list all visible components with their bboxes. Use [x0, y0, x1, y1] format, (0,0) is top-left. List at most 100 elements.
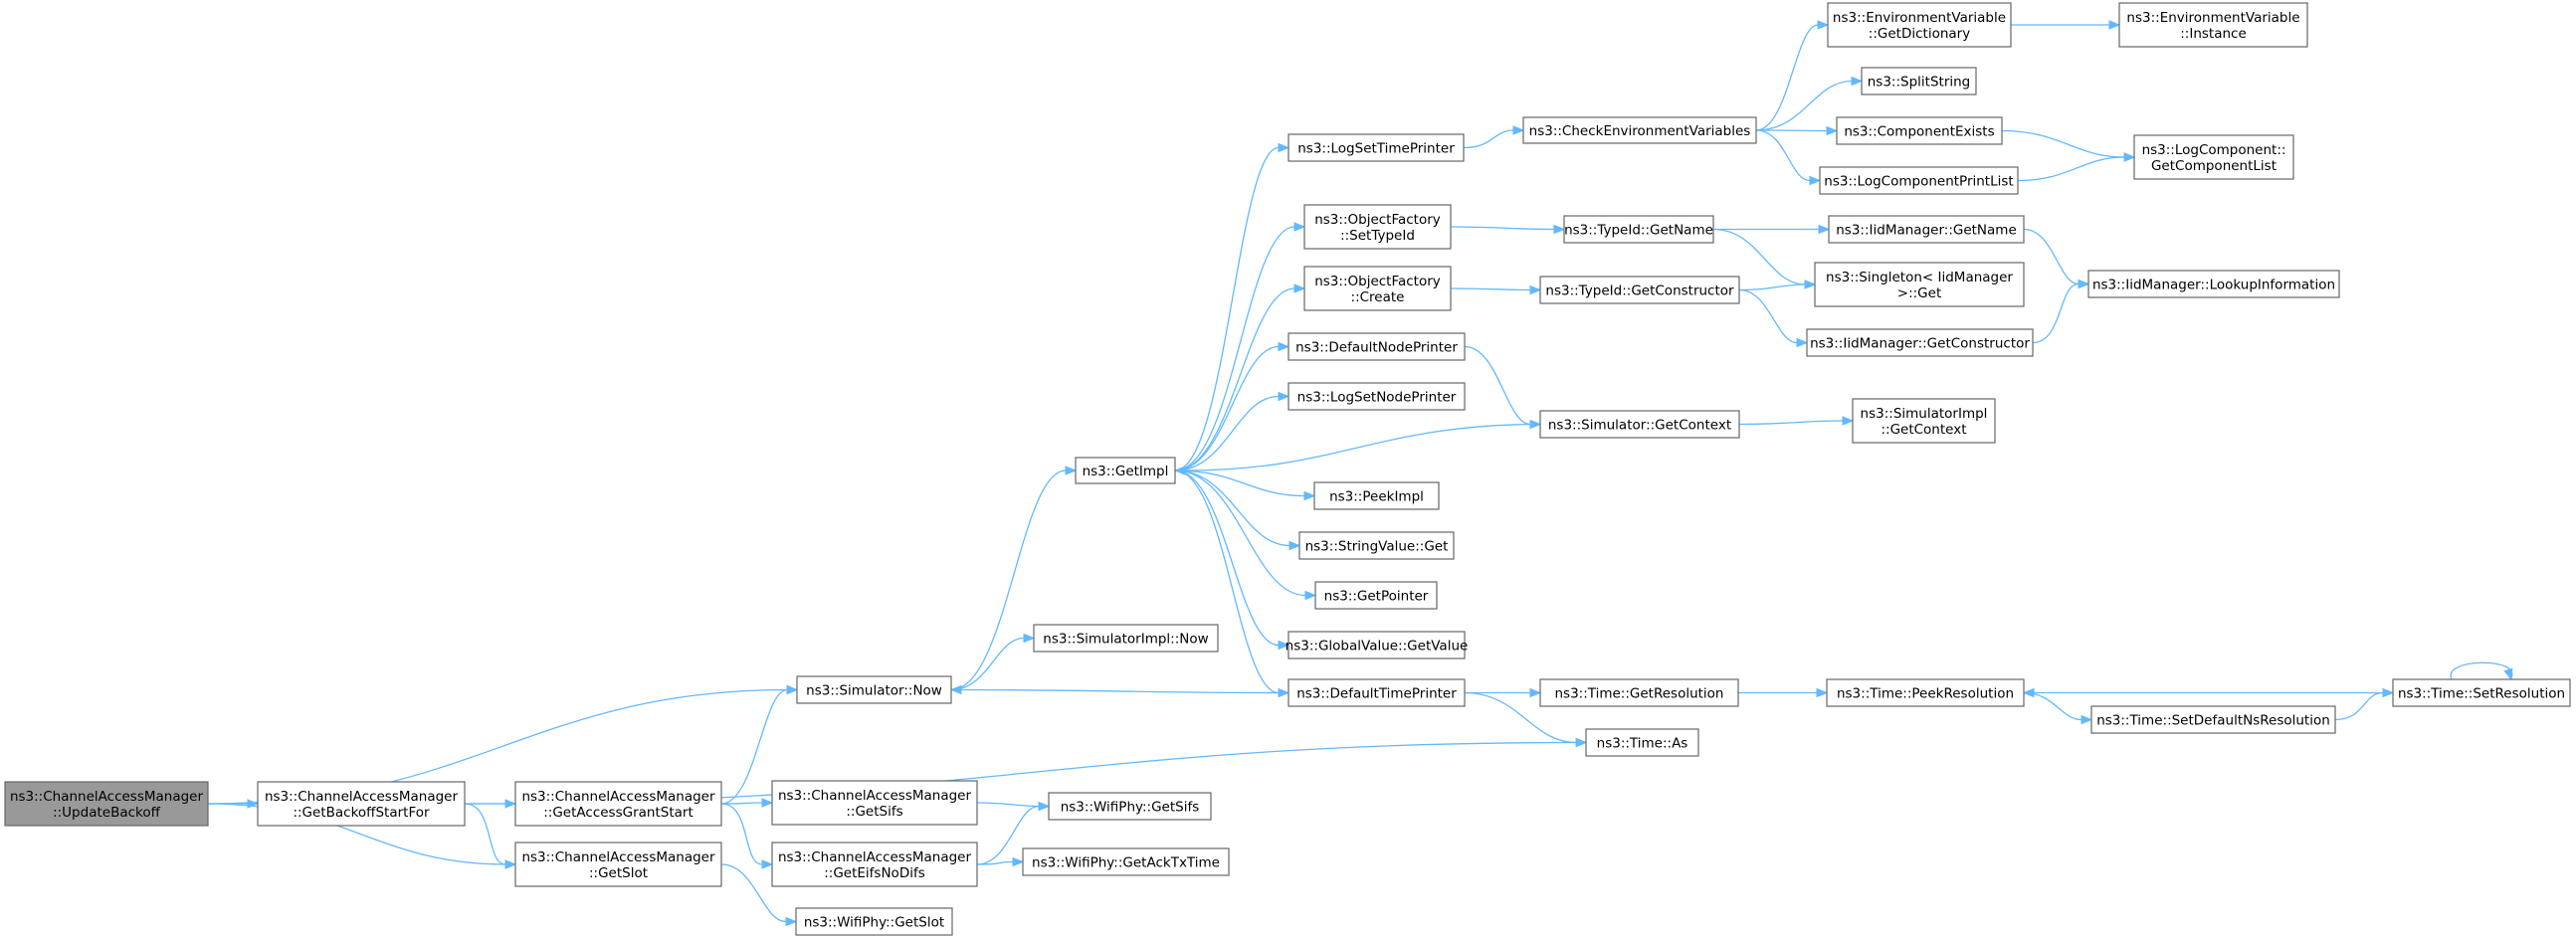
- node-ns3-wifiphy-getacktxtime[interactable]: ns3::WifiPhy::GetAckTxTime: [1022, 847, 1230, 876]
- node-ns3-simulatorimpl-getcontext[interactable]: ns3::SimulatorImpl::GetContext: [1852, 398, 1996, 444]
- node-box: [1522, 116, 1757, 144]
- node-label-line: ns3::ChannelAccessManager: [778, 849, 972, 865]
- node-ns3-time-setresolution[interactable]: ns3::Time::SetResolution: [2392, 678, 2571, 707]
- node-ns3-stringvalue-get[interactable]: ns3::StringValue::Get: [1298, 531, 1455, 560]
- node-label-line: GetComponentList: [2151, 158, 2277, 174]
- node-label-line: ns3::TypeId::GetConstructor: [1545, 283, 1734, 299]
- node-ns3-time-as[interactable]: ns3::Time::As: [1585, 728, 1699, 757]
- call-edge: [720, 803, 774, 869]
- node-ns3-logsettimeprinter[interactable]: ns3::LogSetTimePrinter: [1288, 133, 1465, 162]
- edge-arrowhead: [1278, 142, 1290, 153]
- node-ns3-simulator-now[interactable]: ns3::Simulator::Now: [796, 675, 952, 704]
- edge-line: [1174, 469, 1305, 497]
- edge-line: [720, 803, 763, 865]
- node-ns3-splitstring[interactable]: ns3::SplitString: [1861, 67, 1977, 95]
- node-box: [1288, 678, 1466, 707]
- node-box: [1033, 624, 1219, 653]
- node-ns3-simulatorimpl-now[interactable]: ns3::SimulatorImpl::Now: [1033, 624, 1219, 653]
- call-edge: [1174, 469, 1317, 601]
- call-edge: [2001, 129, 2136, 162]
- call-edge: [1713, 224, 1831, 235]
- node-ns3-checkenvironmentvariables[interactable]: ns3::CheckEnvironmentVariables: [1522, 116, 1757, 144]
- node-ns3-defaulttimeprinter[interactable]: ns3::DefaultTimePrinter: [1288, 678, 1466, 707]
- edge-line: [2023, 691, 2082, 721]
- node-ns3-typeid-getname[interactable]: ns3::TypeId::GetName: [1563, 215, 1714, 244]
- edge-line: [2017, 156, 2125, 182]
- node-ns3-channelaccessmanager-getslot[interactable]: ns3::ChannelAccessManager::GetSlot: [514, 842, 722, 887]
- edge-arrowhead: [2022, 687, 2035, 698]
- node-ns3-iidmanager-getname[interactable]: ns3::IidManager::GetName: [1828, 215, 2025, 244]
- node-ns3-environmentvariable-getdictionary[interactable]: ns3::EnvironmentVariable::GetDictionary: [1827, 2, 2012, 48]
- node-ns3-peekimpl[interactable]: ns3::PeekImpl: [1313, 481, 1440, 510]
- node-box: [1827, 2, 2012, 48]
- node-ns3-environmentvariable-instance[interactable]: ns3::EnvironmentVariable::Instance: [2118, 2, 2308, 48]
- node-box: [1539, 276, 1740, 304]
- node-ns3-getpointer[interactable]: ns3::GetPointer: [1314, 581, 1438, 610]
- edge-line: [1174, 395, 1280, 471]
- node-ns3-time-peekresolution[interactable]: ns3::Time::PeekResolution: [1826, 678, 2025, 707]
- node-ns3-time-getresolution[interactable]: ns3::Time::GetResolution: [1539, 678, 1739, 707]
- node-box: [2392, 678, 2571, 707]
- node-ns3-channelaccessmanager-updatebackoff[interactable]: ns3::ChannelAccessManager::UpdateBackoff: [4, 781, 209, 827]
- edge-arrowhead: [1796, 337, 1809, 348]
- edge-arrowhead: [1816, 687, 1829, 698]
- node-box: [796, 675, 952, 704]
- node-box: [771, 842, 978, 887]
- node-box: [1861, 67, 1977, 95]
- edge-arrowhead: [1512, 125, 1525, 135]
- node-ns3-wifiphy-getsifs[interactable]: ns3::WifiPhy::GetSifs: [1048, 792, 1212, 821]
- node-ns3-globalvalue-getvalue[interactable]: ns3::GlobalValue::GetValue: [1286, 631, 1469, 659]
- node-label-line: ns3::DefaultNodePrinter: [1295, 340, 1458, 356]
- call-edge: [720, 684, 799, 805]
- node-label-line: ns3::EnvironmentVariable: [1833, 10, 2006, 26]
- edge-line: [1463, 129, 1514, 149]
- edge-arrowhead: [1529, 284, 1542, 295]
- node-ns3-channelaccessmanager-geteifsnodifs[interactable]: ns3::ChannelAccessManager::GetEifsNoDifs: [771, 842, 978, 887]
- node-ns3-simulator-getcontext[interactable]: ns3::Simulator::GetContext: [1539, 410, 1740, 439]
- node-ns3-channelaccessmanager-getsifs[interactable]: ns3::ChannelAccessManager::GetSifs: [771, 780, 978, 826]
- call-edge: [1174, 469, 1316, 501]
- call-edge: [1174, 469, 1290, 698]
- node-label-line: ::GetSlot: [589, 865, 648, 881]
- edge-line: [1174, 469, 1280, 647]
- node-ns3-defaultnodeprinter[interactable]: ns3::DefaultNodePrinter: [1288, 332, 1466, 361]
- call-edge: [1464, 687, 1542, 698]
- node-ns3-objectfactory-create[interactable]: ns3::ObjectFactory::Create: [1303, 266, 1452, 311]
- call-edge: [1174, 283, 1306, 471]
- node-ns3-typeid-getconstructor[interactable]: ns3::TypeId::GetConstructor: [1539, 276, 1740, 304]
- node-ns3-iidmanager-getconstructor[interactable]: ns3::IidManager::GetConstructor: [1806, 328, 2034, 357]
- node-ns3-objectfactory-settypeid[interactable]: ns3::ObjectFactory::SetTypeId: [1303, 204, 1452, 250]
- node-label-line: ns3::WifiPhy::GetSifs: [1061, 800, 1200, 816]
- edge-line: [1174, 226, 1295, 471]
- node-ns3-channelaccessmanager-getbackoffstartfor[interactable]: ns3::ChannelAccessManager::GetBackoffSta…: [257, 781, 466, 827]
- node-ns3-channelaccessmanager-getaccessgrantstart[interactable]: ns3::ChannelAccessManager::GetAccessGran…: [514, 781, 722, 827]
- edge-arrowhead: [1023, 633, 1036, 644]
- node-label-line: ns3::SimulatorImpl::Now: [1043, 632, 1208, 648]
- node-ns3-logsetnodeprinter[interactable]: ns3::LogSetNodePrinter: [1288, 382, 1466, 411]
- edge-arrowhead: [1288, 540, 1301, 551]
- node-ns3-iidmanager-lookupinformation[interactable]: ns3::IidManager::LookupInformation: [2087, 270, 2340, 298]
- node-ns3-getimpl[interactable]: ns3::GetImpl: [1075, 457, 1176, 484]
- edge-line: [1174, 469, 1306, 597]
- node-ns3-logcomponent-getcomponentlist[interactable]: ns3::LogComponent::GetComponentList: [2133, 134, 2294, 180]
- node-label-line: ns3::SplitString: [1868, 75, 1971, 91]
- edge-arrowhead: [2123, 152, 2136, 162]
- node-ns3-wifiphy-getslot[interactable]: ns3::WifiPhy::GetSlot: [795, 907, 953, 936]
- node-ns3-time-setdefaultnsresolution[interactable]: ns3::Time::SetDefaultNsResolution: [2090, 705, 2336, 734]
- node-label-line: ns3::Time::As: [1597, 736, 1688, 752]
- node-ns3-singleton-iidmanager-get[interactable]: ns3::Singleton< IidManager >::Get: [1814, 262, 2025, 307]
- node-box: [1022, 847, 1230, 876]
- node-box: [2118, 2, 2308, 48]
- edge-arrowhead: [1575, 737, 1588, 748]
- node-box: [1852, 398, 1996, 444]
- edge-arrowhead: [1826, 125, 1839, 136]
- node-label-line: ns3::Simulator::Now: [806, 683, 942, 699]
- call-edge: [1450, 224, 1566, 235]
- edge-arrowhead: [785, 916, 798, 927]
- node-ns3-logcomponentprintlist[interactable]: ns3::LogComponentPrintList: [1819, 166, 2019, 195]
- node-ns3-componentexists[interactable]: ns3::ComponentExists: [1836, 116, 2003, 145]
- node-box: [257, 781, 466, 827]
- call-edge: [1450, 284, 1542, 295]
- edge-arrowhead: [1818, 224, 1831, 235]
